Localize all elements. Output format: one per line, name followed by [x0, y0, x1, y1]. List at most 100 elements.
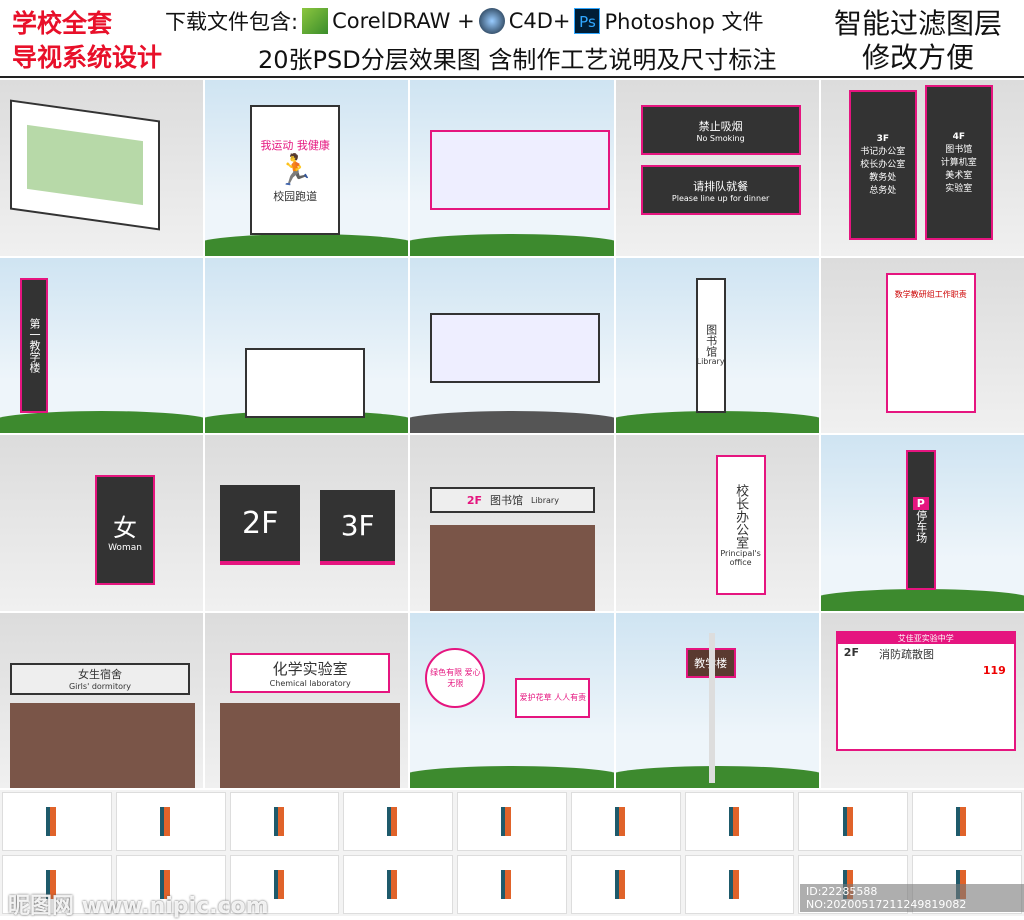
watermark-site: 昵图网 www.nipic.com: [8, 894, 269, 919]
runway-label: 校园跑道: [273, 189, 318, 203]
software-line: 下载文件包含: CorelDRAW + C4D+ Ps Photoshop 文件: [165, 6, 764, 36]
runway-sign: 我运动 我健康 🏃 校园跑道: [250, 105, 341, 235]
library-en: Library: [696, 357, 725, 366]
watermark-id: ID:22285588 NO:20200517211249819082: [800, 884, 1024, 912]
thumbnail: [570, 855, 681, 914]
tile-direction-sign: 教学楼: [615, 612, 819, 788]
restroom-label: 女: [113, 513, 137, 542]
floor-label: 3F: [876, 134, 889, 144]
door: [10, 702, 195, 788]
tile-map-sign: [0, 80, 204, 256]
room: 总务处: [869, 186, 897, 196]
includes-label: 下载文件包含:: [165, 10, 299, 34]
bulletin-board: [430, 312, 601, 383]
map-board: [10, 99, 160, 231]
plate-en: Library: [530, 495, 559, 505]
fire-phone: 119: [982, 663, 1006, 677]
thumbnail: [115, 855, 226, 914]
plate-en: Chemical laboratory: [269, 678, 351, 688]
floor-label: 4F: [952, 131, 965, 142]
thumbnail: [229, 855, 340, 914]
floor-label: 2F: [843, 645, 859, 659]
tile-runway-sign: 我运动 我健康 🏃 校园跑道: [205, 80, 409, 256]
thumbnail: [343, 855, 454, 914]
parking-p: P: [912, 497, 929, 510]
school-name: 艾佳亚实验中学: [837, 632, 1014, 644]
tile-garden-signs: 绿色有限 爱心无限 爱护花草 人人有责: [410, 612, 614, 788]
duty-board: 数学教研组工作职责: [885, 272, 976, 413]
grass: [410, 233, 614, 256]
grass: [820, 588, 1024, 611]
plate-en: Please line up for dinner: [671, 193, 770, 203]
room: 书记办公室: [860, 147, 906, 157]
tile-building-sign: 第一教学楼: [0, 257, 204, 433]
plate-text: 化学实验室: [272, 659, 348, 678]
library-label: 图书馆: [704, 324, 718, 357]
tile-bulletin-board-2: [410, 257, 614, 433]
thumbnail: [798, 792, 909, 851]
road: [410, 411, 614, 433]
parking-label: 停车场: [914, 510, 928, 543]
title-line1: 学校全套: [12, 9, 113, 38]
grass: [410, 766, 614, 788]
plate-text: 女生宿舍: [78, 668, 122, 681]
thumbnail: [115, 792, 226, 851]
bulletin-board: [430, 130, 611, 210]
photoshop-icon: Ps: [574, 8, 601, 34]
thumbnail: [684, 855, 795, 914]
c4d-label: C4D+: [508, 9, 571, 33]
sign-pole: [708, 632, 715, 783]
description-line: 20张PSD分层效果图 含制作工艺说明及尺寸标注: [258, 46, 777, 74]
coreldraw-label: CorelDRAW +: [332, 9, 475, 33]
room: 计算机室: [940, 157, 977, 168]
runner-icon: 🏃: [276, 152, 314, 188]
c4d-icon: [478, 8, 505, 34]
room: 图书馆: [945, 144, 973, 155]
thumbnail: [457, 792, 567, 851]
room: 美术室: [945, 170, 973, 181]
floor-3-plate: 3F: [320, 490, 396, 565]
thumbnail: [457, 855, 567, 914]
coreldraw-icon: [302, 8, 329, 34]
plate-text: 禁止吸烟: [698, 119, 743, 133]
plate-text: 校长办公室: [733, 483, 749, 549]
title-line2: 导视系统设计: [12, 43, 163, 72]
tile-map-sign-2: [205, 257, 409, 433]
flower-sign: 绿色有限 爱心无限: [425, 647, 486, 708]
banner-header: 学校全套 导视系统设计 下载文件包含: CorelDRAW + C4D+ Ps …: [0, 0, 1024, 78]
book-sign: 爱护花草 人人有责: [515, 677, 591, 718]
floor-4-directory: 4F 图书馆计算机室美术室实验室: [924, 85, 993, 240]
plate-en: No Smoking: [696, 133, 745, 143]
map-title: 消防疏散图: [878, 647, 934, 661]
grass: [0, 411, 204, 433]
room: 实验室: [945, 183, 973, 194]
plate-en: Girls' dormitory: [68, 682, 132, 691]
grass: [205, 233, 409, 256]
plate-text: 图书馆: [489, 494, 523, 507]
restroom-en: Woman: [108, 542, 142, 553]
tile-duty-board: 数学教研组工作职责: [820, 257, 1024, 433]
room: 校长办公室: [860, 160, 906, 170]
tile-floor-plates: 2F 3F: [205, 435, 409, 611]
evacuation-board: 艾佳亚实验中学 2F 消防疏散图 119: [835, 630, 1016, 751]
map-board: [245, 347, 366, 418]
grass: [615, 411, 819, 433]
photoshop-label: Photoshop 文件: [604, 10, 764, 34]
feature-line2: 修改方便: [861, 41, 974, 74]
thumbnail: [2, 855, 112, 914]
room: 教务处: [869, 173, 897, 183]
